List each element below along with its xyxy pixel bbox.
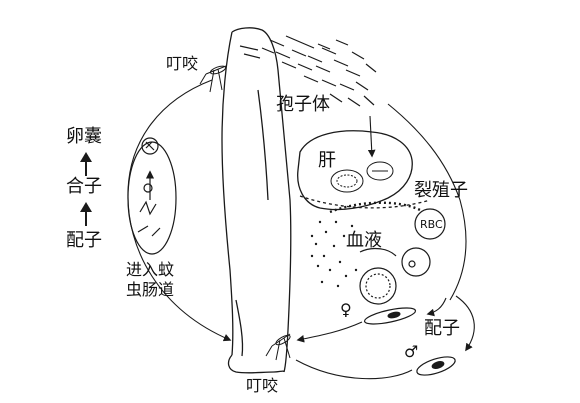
mosquito-gut-icon	[127, 137, 177, 255]
human-arm-outline	[221, 27, 292, 374]
left-sequence-arrows	[80, 152, 92, 226]
tissue-boundary	[329, 201, 421, 214]
red-blood-cells	[359, 208, 446, 305]
liver-shape	[297, 130, 431, 211]
label-enter-gut-line2: 虫肠道	[126, 280, 175, 299]
gametocyte-female-icon	[363, 307, 417, 325]
label-bite-bottom: 叮咬	[246, 376, 279, 395]
label-blood: 血液	[346, 230, 382, 251]
label-rbc: RBC	[420, 218, 443, 231]
label-bite-top: 叮咬	[166, 54, 199, 73]
sporozoite-cluster	[239, 35, 377, 107]
label-schizont: 裂殖子	[414, 180, 468, 201]
label-oocyst: 卵囊	[66, 126, 102, 147]
label-zygote: 合子	[66, 176, 102, 197]
gametocyte-male-icon	[416, 356, 456, 376]
life-cycle-loop	[127, 79, 467, 342]
label-gamete-right: 配子	[424, 318, 460, 339]
label-gamete-left: 配子	[66, 230, 102, 251]
label-sporozoite: 孢子体	[276, 94, 330, 115]
male-symbol: ♂	[404, 342, 419, 361]
bloodstream-area	[310, 220, 358, 288]
label-enter-gut-line1: 进入蚊	[126, 260, 175, 279]
flow-arrows	[295, 295, 475, 380]
liver-cells	[330, 161, 394, 193]
female-symbol: ♀	[340, 300, 352, 319]
mosquito-bottom-icon	[265, 333, 291, 361]
mosquito-top-icon	[199, 65, 227, 93]
label-liver: 肝	[318, 150, 336, 171]
